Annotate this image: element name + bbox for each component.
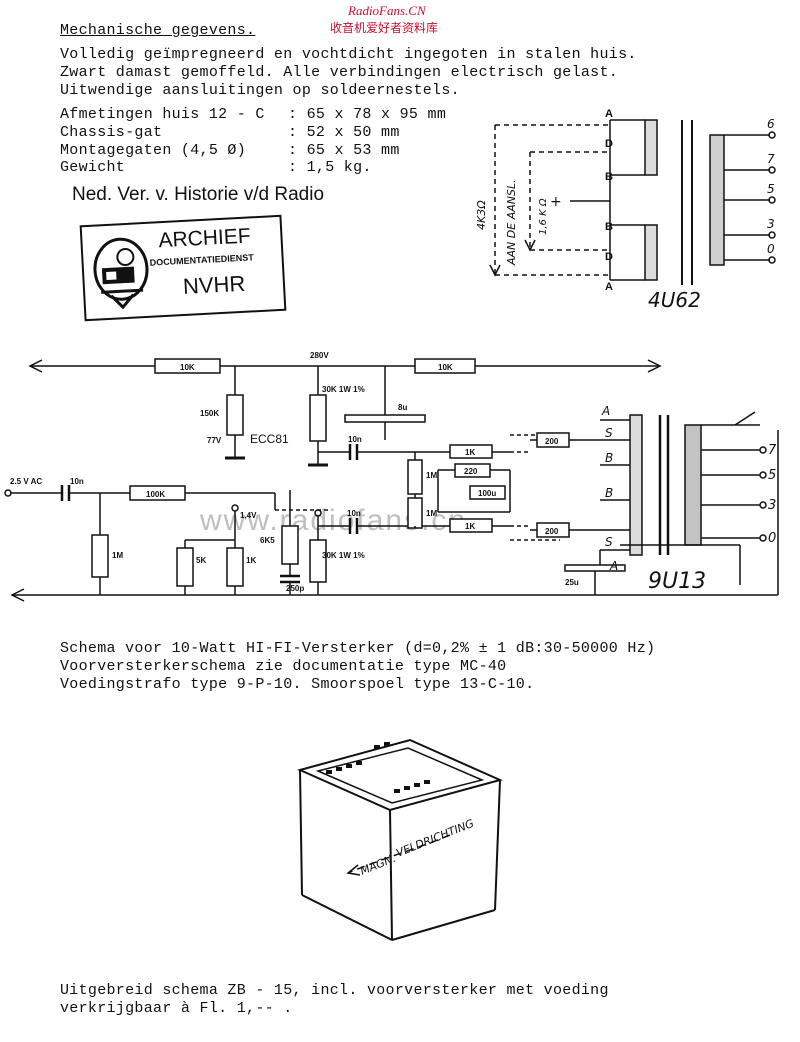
out-terminal-7: 7 <box>767 152 775 166</box>
r-5k: 5K <box>196 556 206 565</box>
r-30k-bottom: 30K 1W 1% <box>322 551 365 560</box>
caption-line-2: Voorversterkerschema zie documentatie ty… <box>60 658 507 675</box>
radio-logo-icon <box>93 237 149 310</box>
term-S-top: S <box>605 426 613 440</box>
spec-value-4: : 1,5 kg. <box>288 159 372 176</box>
input-label: 2.5 V AC <box>10 477 42 486</box>
out-terminal-6: 6 <box>767 117 775 131</box>
r-top-10k-a: 10K <box>180 363 195 372</box>
society-name: Ned. Ver. v. Historie v/d Radio <box>72 184 325 205</box>
spec-label-3: Montagegaten (4,5 Ø) <box>60 142 247 159</box>
caption-line-1: Schema voor 10-Watt HI-FI-Versterker (d=… <box>60 640 656 657</box>
c-10n-b: 10n <box>347 509 361 518</box>
c-10n-a: 10n <box>348 435 362 444</box>
term-B-bottom: B <box>605 486 613 500</box>
r-1m-a: 1M <box>426 471 437 480</box>
out-terminal-3: 3 <box>767 217 775 231</box>
r-1m-b: 1M <box>426 509 437 518</box>
mech-line-1: Volledig geïmpregneerd en vochtdicht ing… <box>60 46 637 63</box>
plus-sign: + <box>550 194 562 210</box>
r-1m-input: 1M <box>112 551 123 560</box>
out-terminal-5: 5 <box>767 182 775 196</box>
stamp-dienst: DOCUMENTATIEDIENST <box>149 252 254 268</box>
c-8u: 8u <box>398 403 407 412</box>
r-150k: 150K <box>200 409 219 418</box>
footer-line-2: verkrijgbaar à Fl. 1,-- . <box>60 1000 293 1017</box>
stamp-nvhr: NVHR <box>182 270 246 300</box>
watermark-subtitle: 收音机爱好者资料库 <box>330 21 439 35</box>
housing-drawing: MAGN. VELDRICHTING <box>297 738 503 941</box>
amplifier-schematic: www.radiofans.cn <box>4 351 779 602</box>
r-1k-bottom: 1K <box>465 522 475 531</box>
c-10n-input: 10n <box>70 477 84 486</box>
terminal-D-top: D <box>605 138 613 150</box>
out-3: 3 <box>768 498 776 513</box>
terminal-A-top: A <box>605 108 613 120</box>
c-25u: 25u <box>565 578 579 587</box>
c-100u: 100u <box>478 489 496 498</box>
r-200-top: 200 <box>545 437 559 446</box>
term-A-top: A <box>601 404 610 418</box>
footer-line-1: Uitgebreid schema ZB - 15, incl. voorver… <box>60 982 609 999</box>
terminal-D-bottom: D <box>605 251 613 263</box>
term-B-top: B <box>605 451 613 465</box>
c-250p: 250p <box>286 584 304 593</box>
r-6k5: 6K5 <box>260 536 275 545</box>
label-9u13: 9U13 <box>648 569 706 594</box>
r-100k: 100K <box>146 490 165 499</box>
tube-ecc81: ECC81 <box>250 432 289 446</box>
vertical-label-aansl: AAN DE AANSL. <box>505 179 518 266</box>
r-220: 220 <box>464 467 478 476</box>
vertical-label-1k6: 1,6 K Ω <box>538 198 549 235</box>
term-S-bottom: S <box>605 535 613 549</box>
r-30k-top: 30K 1W 1% <box>322 385 365 394</box>
spec-value-1: : 65 x 78 x 95 mm <box>288 106 447 123</box>
spec-value-3: : 65 x 53 mm <box>288 142 400 159</box>
out-7: 7 <box>768 443 777 458</box>
r-1k-cathode: 1K <box>246 556 256 565</box>
terminal-B-bottom: B <box>605 221 613 233</box>
voltage-280v: 280V <box>310 351 329 360</box>
spec-value-2: : 52 x 50 mm <box>288 124 400 141</box>
vertical-label-4k3: 4K3Ω <box>475 200 488 230</box>
terminal-B-top: B <box>605 171 613 183</box>
mech-heading: Mechanische gegevens. <box>60 22 256 39</box>
r-top-10k-b: 10K <box>438 363 453 372</box>
diagram-label-4u62: 4U62 <box>648 288 701 312</box>
stamp-archief: ARCHIEF <box>157 224 252 253</box>
r-1k-top: 1K <box>465 448 475 457</box>
voltage-77v: 77V <box>207 436 222 445</box>
arrow-text-veldrichting: VELDRICHTING <box>394 817 475 860</box>
archive-stamp: ARCHIEF DOCUMENTATIEDIENST NVHR <box>79 214 287 322</box>
term-A-bottom: A <box>609 559 618 573</box>
terminal-A-bottom: A <box>605 281 613 293</box>
watermark-site: RadioFans.CN <box>348 3 426 18</box>
out-0: 0 <box>768 531 776 546</box>
caption-line-3: Voedingstrafo type 9-P-10. Smoorspoel ty… <box>60 676 535 693</box>
spec-label-1: Afmetingen huis 12 - C <box>60 106 265 123</box>
out-5: 5 <box>768 468 776 483</box>
mech-line-3: Uitwendige aansluitingen op soldeerneste… <box>60 82 460 99</box>
spec-label-4: Gewicht <box>60 159 126 176</box>
voltage-1-4v: 1,4V <box>240 511 257 520</box>
out-terminal-0: 0 <box>767 242 775 256</box>
spec-label-2: Chassis-gat <box>60 124 163 141</box>
transformer-connection-diagram: A D B B D A 6 7 5 3 0 4K3Ω AAN DE AANSL.… <box>475 108 776 312</box>
mech-line-2: Zwart damast gemoffeld. Alle verbindinge… <box>60 64 619 81</box>
r-200-bottom: 200 <box>545 527 559 536</box>
